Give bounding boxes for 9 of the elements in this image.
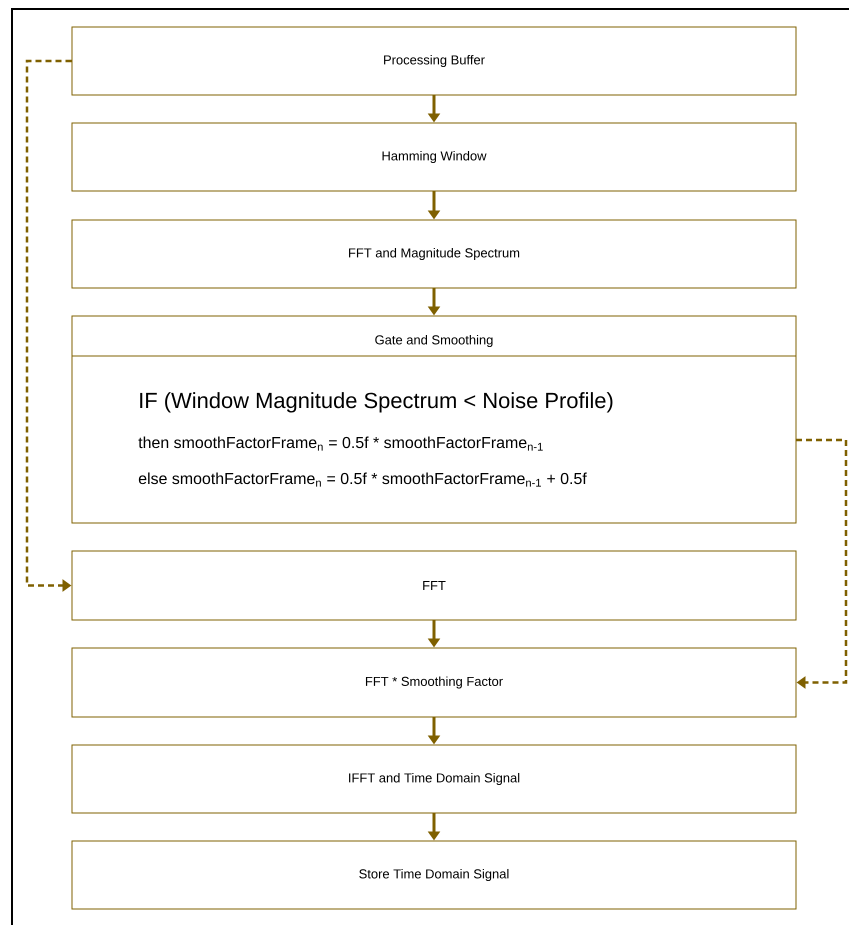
process-box: Gate and Smoothing IF (Window Magnitude Spectrum < Noise Profile) then smoothFactorFrame$_{n}$ = 0.5f * smoothFactorFrame$_{n-1}$ else smoothFactorFrame$_{n}$ = 0.5f * smoothFactorFrame$_{n-1}$ + 0.5f <box>72 316 796 524</box>
process-box: Store Time Domain Signal <box>72 840 796 910</box>
process-box: FFT * Smoothing Factor <box>72 648 796 718</box>
process-box: Hamming Window <box>72 122 796 192</box>
arrow <box>796 438 848 689</box>
process-box: FFT <box>72 550 796 620</box>
process-box: Processing Buffer <box>72 26 796 96</box>
process-box: FFT and Magnitude Spectrum <box>72 220 796 288</box>
process-box: IFFT and Time Domain Signal <box>72 744 796 814</box>
